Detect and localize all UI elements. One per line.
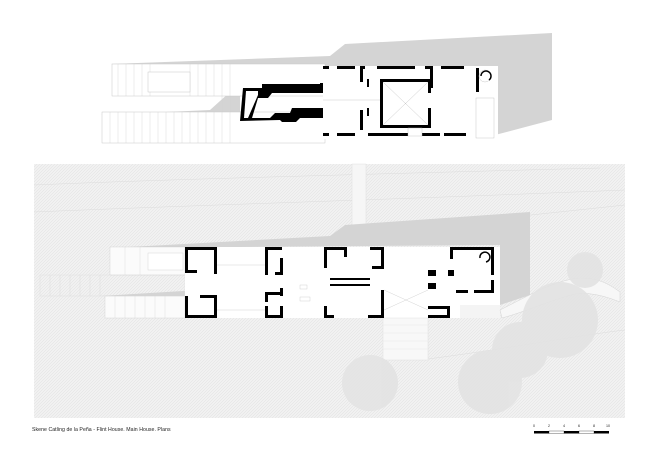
scale-tick-10: 10 xyxy=(606,424,610,428)
scale-tick-8: 8 xyxy=(593,424,595,428)
scale-tick-2: 2 xyxy=(548,424,550,428)
upper-floor-plan xyxy=(100,33,552,144)
ground-floor-plan xyxy=(33,163,626,418)
scale-tick-4: 4 xyxy=(563,424,565,428)
sheet-caption: Skene Catling de la Peña - Flint House. … xyxy=(32,427,171,433)
scale-tick-6: 6 xyxy=(578,424,580,428)
scale-bar xyxy=(534,430,609,434)
scale-tick-0: 0 xyxy=(533,424,535,428)
